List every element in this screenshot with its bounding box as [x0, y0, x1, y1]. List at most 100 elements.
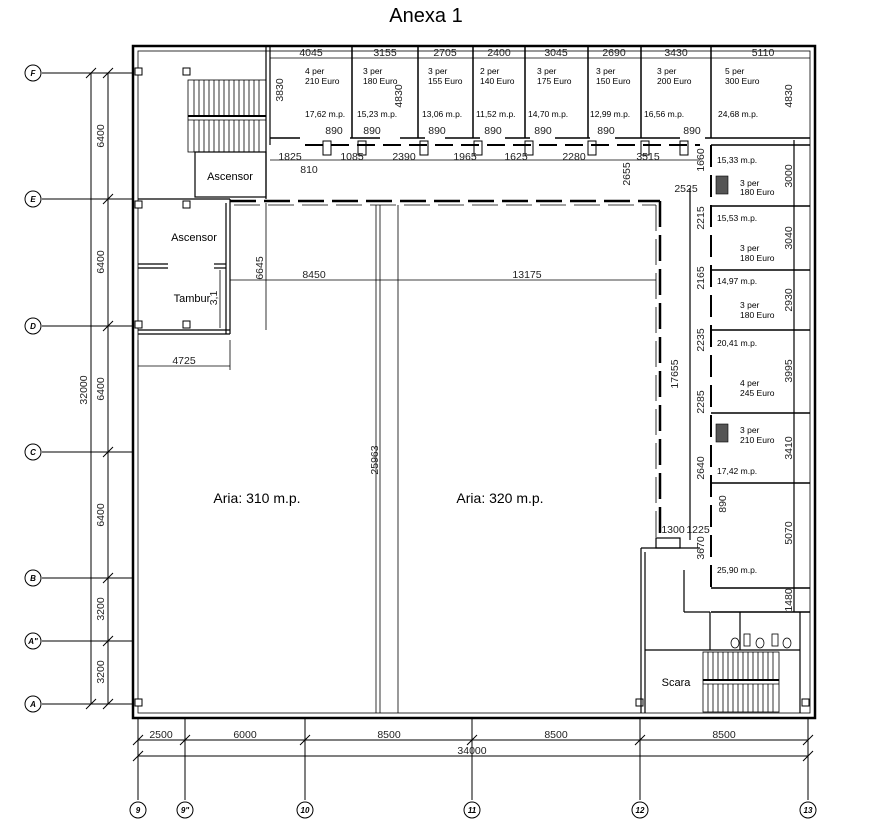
dim-text: 3830: [274, 78, 286, 102]
room-price: 140 Euro: [480, 76, 515, 86]
room-price: 210 Euro: [305, 76, 340, 86]
room-area: 24,68 m.p.: [718, 109, 758, 119]
dim-text: 2215: [695, 206, 707, 230]
dim-text: 2525: [674, 183, 698, 195]
room-people: 3 per: [740, 425, 760, 435]
dim-text: 3040: [783, 226, 795, 250]
dim-text: 8500: [544, 729, 568, 741]
room-people: 3 per: [740, 178, 760, 188]
grid-rows: [42, 72, 133, 705]
bottom-dimension-texts: 2500 6000 8500 8500 8500 34000: [149, 729, 736, 757]
top-stair: [187, 79, 267, 153]
room-price: 155 Euro: [428, 76, 463, 86]
dim-text: 2390: [392, 151, 416, 163]
grid-col-label: 9: [136, 806, 141, 815]
bottom-dimension-lines: [132, 734, 814, 762]
area-label-hall-1: Aria: 310 m.p.: [213, 490, 300, 506]
room-price: 180 Euro: [363, 76, 398, 86]
dim-text: 890: [597, 125, 615, 137]
room-area: 17,42 m.p.: [717, 466, 757, 476]
room-price: 300 Euro: [725, 76, 760, 86]
dim-text: 4830: [393, 84, 405, 108]
dim-text: 6000: [233, 729, 257, 741]
room-area: 17,62 m.p.: [305, 109, 345, 119]
dim-text: 4725: [172, 355, 196, 367]
dim-text: 34000: [457, 745, 486, 757]
room-people: 3 per: [537, 66, 557, 76]
corridor-dims: 1825 1085 2390 1965 1625 2280 3515 810 2…: [270, 151, 700, 195]
toilet-icon: [730, 633, 792, 649]
dim-text: 8450: [302, 269, 326, 281]
dim-text: 3410: [783, 436, 795, 460]
dim-text: 890: [484, 125, 502, 137]
grid-col-label: 12: [636, 806, 645, 815]
dim-text: 1480: [783, 588, 795, 612]
dim-text: 6645: [254, 256, 266, 280]
dim-text: 3045: [544, 47, 568, 59]
room-area: 20,41 m.p.: [717, 338, 757, 348]
door-dims: 890 890 890 890 890 890 890: [325, 125, 701, 137]
left-dimension-texts: 6400 6400 6400 6400 3200 3200 32000: [78, 124, 107, 684]
dim-text: 6400: [95, 250, 107, 274]
room-price: 180 Euro: [740, 253, 775, 263]
outer-walls: [131, 44, 817, 720]
grid-col-label: 10: [301, 806, 310, 815]
room-area: 13,06 m.p.: [422, 109, 462, 119]
structural-columns: [134, 67, 810, 707]
dim-text: 890: [325, 125, 343, 137]
grid-row-label: A": [27, 637, 38, 646]
room-price: 175 Euro: [537, 76, 572, 86]
left-dimension-lines: [85, 67, 114, 710]
room-area: 11,52 m.p.: [476, 109, 516, 119]
grid-col-label: 9": [181, 806, 189, 815]
grid-row-label: C: [30, 448, 36, 457]
room-people: 4 per: [740, 378, 760, 388]
grid-col-label: 13: [804, 806, 813, 815]
room-label-ascensor: Ascensor: [207, 171, 253, 183]
dim-text: 3000: [783, 164, 795, 188]
dim-text: 1085: [340, 151, 364, 163]
right-room-texts: 15,33 m.p. 3 per 180 Euro 15,53 m.p. 3 p…: [717, 155, 775, 575]
dim-text: 890: [428, 125, 446, 137]
dim-text: 2165: [695, 266, 707, 290]
diagram-title: Anexa 1: [389, 5, 462, 27]
grid-row-markers: F E D C B A" A: [24, 64, 42, 713]
dim-text: 2655: [621, 162, 633, 186]
room-area: 14,70 m.p.: [528, 109, 568, 119]
dim-text: 6400: [95, 503, 107, 527]
dim-text: 17655: [669, 359, 681, 388]
grid-row-label: F: [31, 69, 37, 78]
grid-row-label: A: [29, 700, 36, 709]
room-label-ascensor-2: Ascensor: [171, 232, 217, 244]
dim-text: 1625: [504, 151, 528, 163]
grid-col-label: 11: [468, 806, 477, 815]
bed-icon: [715, 175, 729, 443]
main-hall-walls: [230, 199, 662, 540]
room-label-tambur: Tambur: [174, 293, 211, 305]
dim-text: 2285: [695, 390, 707, 414]
dim-text: 1300: [661, 524, 685, 536]
dim-text: 25963: [369, 445, 381, 474]
room-price: 180 Euro: [740, 310, 775, 320]
dim-text: 3200: [95, 660, 107, 684]
room-people: 5 per: [725, 66, 745, 76]
dim-text: 3995: [783, 359, 795, 383]
dim-text: 2280: [562, 151, 586, 163]
grid-row-label: E: [30, 195, 36, 204]
dim-text: 5070: [783, 521, 795, 545]
room-area: 12,99 m.p.: [590, 109, 630, 119]
dim-text: 3515: [636, 151, 660, 163]
dim-text: 3155: [373, 47, 397, 59]
dim-hall-width: [230, 205, 656, 713]
dim-text: 810: [300, 164, 318, 176]
dim-text: 2930: [783, 288, 795, 312]
bottom-stair: [702, 651, 780, 713]
right-dims: 4830 3000 3040 2930 3995 3410 5070 1480: [783, 84, 795, 612]
room-price: 150 Euro: [596, 76, 631, 86]
dim-text: 5110: [752, 47, 775, 59]
dim-text: 890: [534, 125, 552, 137]
dim-text: 890: [717, 495, 729, 513]
dim-text: 2705: [433, 47, 457, 59]
dim-text: 890: [683, 125, 701, 137]
main-hall-inner: [234, 204, 657, 540]
